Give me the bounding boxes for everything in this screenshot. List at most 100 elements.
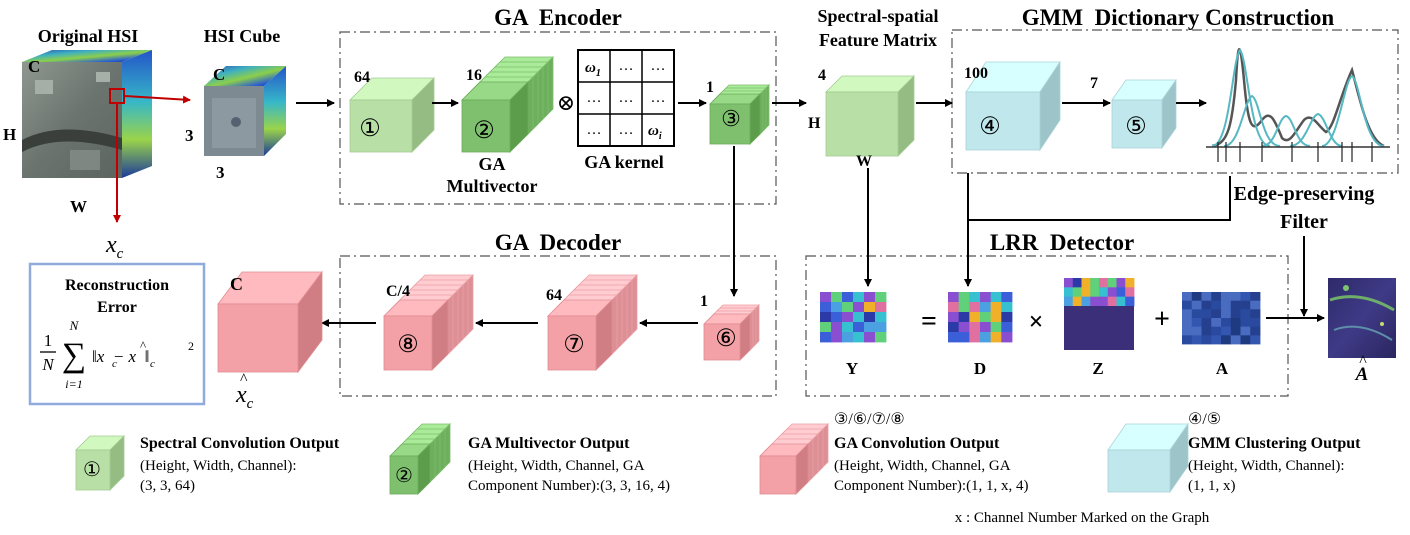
- matA-cell: [1201, 300, 1212, 310]
- cube-2-label-multivector: Multivector: [447, 176, 538, 196]
- legend-1-line-2: (3, 3, 64): [140, 478, 195, 494]
- matZ-cell: [1099, 278, 1109, 288]
- legend-1-body: [75, 435, 125, 491]
- matA-cell: [1230, 335, 1241, 345]
- matA-cell: [1230, 300, 1241, 310]
- matZ-cell: [1125, 278, 1135, 288]
- matD-cell: [980, 332, 992, 343]
- legend-1-id: ①: [83, 459, 101, 481]
- matrix-a: [1182, 292, 1261, 345]
- matY-cell: [831, 322, 843, 333]
- output-cube-hat: ^: [240, 371, 248, 388]
- cube-3-layer-0: [709, 93, 761, 145]
- reconstructed-output-cube: [217, 270, 323, 374]
- matY-cell: [853, 312, 865, 323]
- matD-cell: [948, 292, 960, 303]
- recon-sub-1: c: [112, 358, 117, 370]
- legend-3-layer-0: [759, 443, 809, 495]
- matD-cell: [1001, 332, 1013, 343]
- matD-cell: [980, 322, 992, 333]
- legend-3-line-2: Component Number):(1, 1, x, 4): [834, 478, 1029, 494]
- matD-cell: [948, 332, 960, 343]
- legend-3-title: GA Convolution Output: [834, 435, 1000, 452]
- matA-cell: [1182, 318, 1193, 328]
- label-z: Z: [1092, 359, 1103, 378]
- matA-cell: [1201, 326, 1212, 336]
- matD-cell: [990, 302, 1002, 313]
- cube-5-num: 7: [1090, 75, 1098, 92]
- recon-sub-2: c: [150, 358, 155, 370]
- recon-frac-num: 1: [44, 331, 53, 350]
- recon-power: 2: [188, 339, 194, 353]
- matA-cell: [1221, 335, 1232, 345]
- cube-7-id: ⑦: [563, 332, 585, 358]
- matA-cell: [1221, 309, 1232, 319]
- cube-4-gmm: [965, 60, 1061, 152]
- ga-kernel-grid: [577, 49, 675, 147]
- cube-8-ga-conv: [383, 274, 474, 371]
- kernel-dots-4: …: [619, 90, 634, 106]
- matY-cell: [853, 332, 865, 343]
- matA-cell: [1201, 309, 1212, 319]
- matY-cell: [842, 312, 854, 323]
- kernel-dots-5: …: [651, 90, 666, 106]
- hsi-small-cube: [204, 66, 286, 156]
- ga-kernel-label: GA kernel: [584, 152, 664, 172]
- cube-2-layer-0: [461, 81, 529, 153]
- matY-cell: [853, 322, 865, 333]
- matZ-cell: [1090, 296, 1100, 307]
- hsi-cube-label: HSI Cube: [204, 26, 281, 46]
- cube-4-body: [965, 60, 1061, 152]
- legend-2-id: ②: [395, 465, 413, 487]
- matA-cell: [1211, 335, 1222, 345]
- matY-cell: [853, 292, 865, 303]
- legend-2-layer-0: [389, 443, 431, 495]
- matY-cell: [831, 292, 843, 303]
- kernel-dots-3: …: [587, 90, 602, 106]
- otimes-symbol: ⊗: [557, 90, 575, 115]
- cube-2-label-ga: GA: [479, 154, 506, 174]
- recon-sum-top: N: [69, 318, 80, 333]
- cube-4-id: ④: [979, 114, 1001, 140]
- matD-cell: [969, 312, 981, 323]
- decoder-panel: [339, 255, 777, 397]
- label-d: D: [974, 359, 986, 378]
- matY-cell: [820, 312, 832, 323]
- hsi-cube-c: C: [213, 65, 225, 84]
- matA-cell: [1250, 292, 1261, 302]
- cube-7-num: 64: [546, 287, 562, 304]
- hsi-dim-c: C: [28, 57, 40, 76]
- matA-cell: [1221, 326, 1232, 336]
- matY-cell: [853, 302, 865, 313]
- recon-frac-den: N: [41, 355, 55, 374]
- matA-cell: [1250, 300, 1261, 310]
- reconstruction-error-box: [28, 262, 206, 406]
- cube-4-num: 100: [964, 65, 988, 82]
- matA-cell: [1240, 318, 1251, 328]
- cube-8-layer-0: [383, 299, 449, 371]
- matY-cell: [820, 292, 832, 303]
- matA-cell: [1211, 309, 1222, 319]
- matD-cell: [958, 322, 970, 333]
- feature-title-1: Spectral-spatial: [818, 6, 939, 26]
- matD-cell: [958, 292, 970, 303]
- edge-filter-label-1: Edge-preserving: [1234, 183, 1375, 205]
- lrr-title: LRR Detector: [990, 230, 1134, 255]
- times-symbol: ×: [1029, 307, 1044, 336]
- matD-cell: [969, 322, 981, 333]
- matA-cell: [1201, 318, 1212, 328]
- kernel-wi: ωi: [648, 123, 662, 142]
- matY-cell: [842, 302, 854, 313]
- recon-title-1: Reconstruction: [65, 277, 169, 294]
- hsi-dim-w: W: [70, 197, 87, 216]
- feature-w: W: [856, 153, 872, 170]
- cube-7-ga-conv: [547, 274, 638, 371]
- matZ-cell: [1072, 296, 1082, 307]
- matY-cell: [875, 302, 887, 313]
- matD-cell: [948, 312, 960, 323]
- matD-cell: [990, 322, 1002, 333]
- feature-h: H: [808, 115, 821, 132]
- matA-cell: [1250, 318, 1261, 328]
- ahat-image: [1328, 278, 1396, 358]
